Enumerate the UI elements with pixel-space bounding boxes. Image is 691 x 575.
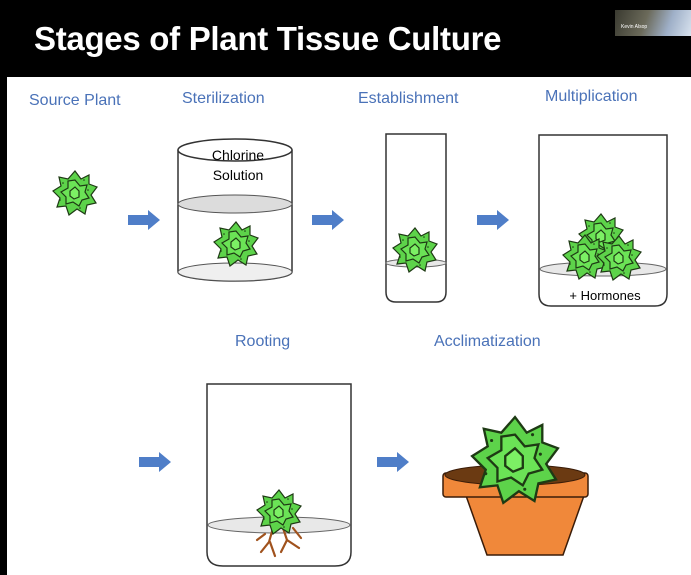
stage-label-establishment: Establishment [358,90,459,108]
arrow-right-icon [477,210,509,230]
stage-label-rooting: Rooting [235,333,290,351]
stage-label-source-plant: Source Plant [29,92,121,110]
source-plant-icon [53,171,97,215]
establishment-tube [386,134,446,302]
arrow-right-icon [312,210,344,230]
slide: Stages of Plant Tissue Culture Kevin Als… [7,0,691,575]
arrow-right-icon [139,452,171,472]
chlorine-label: Chlorine [203,147,273,163]
hormones-label: + Hormones [547,288,663,303]
solution-label: Solution [203,167,273,183]
stage-label-sterilization: Sterilization [182,90,265,108]
stage-label-multiplication: Multiplication [545,88,637,106]
arrow-right-icon [377,452,409,472]
rooting-jar [207,384,351,566]
sterilization-plant-icon [214,222,258,266]
arrow-right-icon [128,210,160,230]
stage-label-acclimatization: Acclimatization [434,333,541,351]
